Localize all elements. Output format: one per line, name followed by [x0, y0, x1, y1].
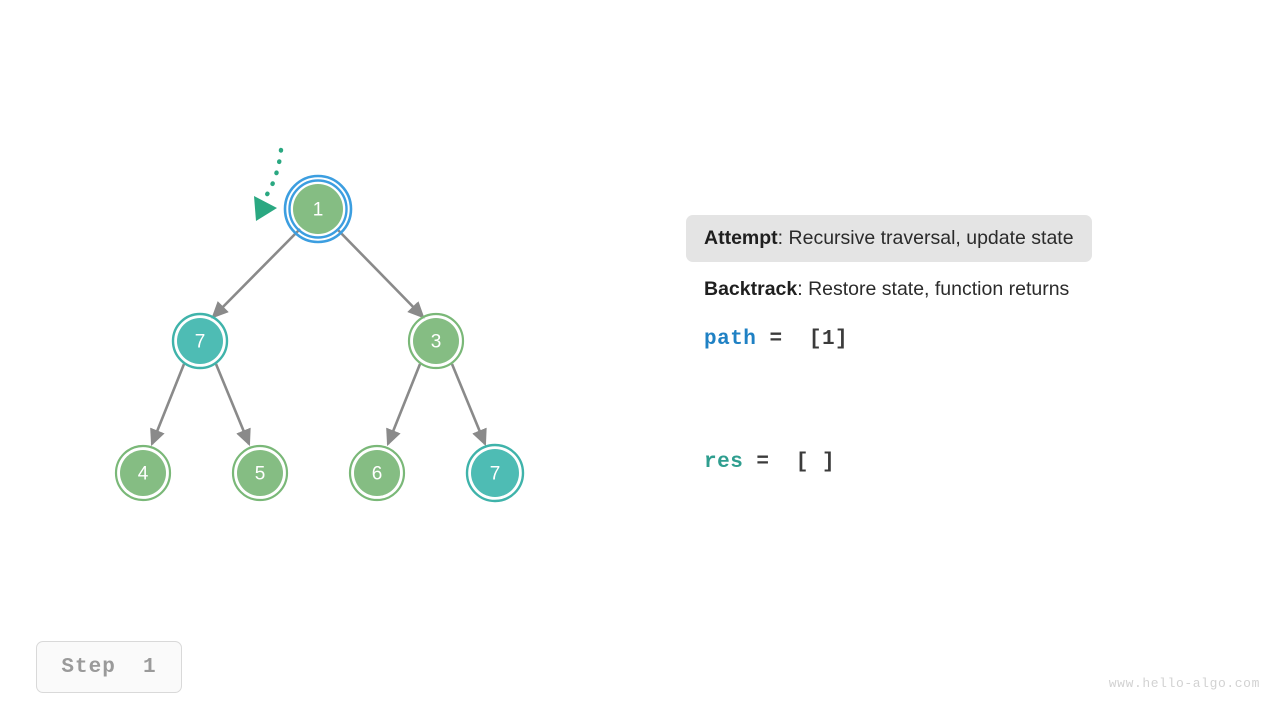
edge-1-7 [211, 228, 301, 319]
attempt-text: Recursive traversal, update state [788, 227, 1074, 249]
tree-node-7-right[interactable]: 7 [465, 443, 525, 503]
step-indicator-label: Step 1 [61, 655, 157, 679]
res-state-line: res = [ ] [686, 451, 1246, 474]
tree-node-5-circle [237, 450, 283, 496]
traversal-pointer [254, 147, 284, 221]
tree-node-6[interactable]: 6 [348, 444, 406, 502]
tree-node-4-ring [114, 444, 172, 502]
tree-node-7-left-label: 7 [195, 332, 206, 353]
state-info-panel: Attempt: Recursive traversal, update sta… [686, 215, 1246, 474]
path-variable-name: path [704, 327, 757, 351]
tree-node-7-left-ring [171, 312, 229, 370]
edge-3-7b [450, 363, 487, 447]
tree-node-5[interactable]: 5 [231, 444, 289, 502]
tree-node-1-inner-ring [288, 179, 348, 239]
pointer-arrowhead-icon [254, 196, 277, 221]
tree-node-1-highlight-ring [283, 174, 353, 244]
tree-edges [150, 228, 487, 447]
attempt-row: Attempt: Recursive traversal, update sta… [686, 215, 1246, 263]
tree-node-3-label: 3 [431, 332, 442, 353]
tree-node-1-label: 1 [313, 200, 324, 221]
tree-node-1[interactable]: 1 [283, 174, 353, 244]
edge-7-5 [214, 363, 251, 447]
res-value: [ ] [795, 450, 836, 474]
attempt-highlight-box: Attempt: Recursive traversal, update sta… [686, 215, 1092, 263]
tree-node-5-label: 5 [255, 464, 266, 485]
tree-node-7-left-circle [177, 318, 223, 364]
tree-node-3-ring [407, 312, 465, 370]
res-assign-operator: = [743, 450, 796, 474]
tree-node-4-circle [120, 450, 166, 496]
tree-node-7-right-ring [465, 443, 525, 503]
path-assign-operator: = [756, 327, 809, 351]
backtrack-row: Backtrack: Restore state, function retur… [686, 266, 1246, 313]
edge-3-6 [386, 363, 422, 447]
binary-tree-diagram: 1 7 3 4 [0, 0, 660, 620]
tree-node-5-ring [231, 444, 289, 502]
tree-node-4-label: 4 [138, 464, 149, 485]
site-watermark: www.hello-algo.com [1108, 676, 1260, 691]
backtrack-text-wrap: Backtrack: Restore state, function retur… [686, 266, 1087, 313]
backtrack-term: Backtrack [704, 278, 798, 301]
tree-node-7-right-label: 7 [490, 464, 501, 485]
attempt-term: Attempt [704, 227, 778, 249]
tree-node-6-circle [354, 450, 400, 496]
res-variable-name: res [704, 450, 744, 474]
step-indicator: Step 1 [36, 641, 182, 693]
tree-svg: 1 7 3 4 [114, 147, 525, 503]
tree-node-6-ring [348, 444, 406, 502]
tree-node-6-label: 6 [372, 464, 383, 485]
backtrack-text: Restore state, function returns [808, 278, 1070, 301]
tree-node-3-circle [413, 318, 459, 364]
tree-node-1-circle [293, 184, 343, 234]
pointer-dotted-curve [263, 147, 284, 199]
tree-node-7-right-circle [471, 449, 519, 497]
tree-node-7-left[interactable]: 7 [171, 312, 229, 370]
tree-node-4[interactable]: 4 [114, 444, 172, 502]
edge-7-4 [150, 363, 186, 447]
attempt-separator: : [777, 227, 789, 249]
backtrack-separator: : [797, 278, 809, 301]
path-state-line: path = [1] [686, 328, 1246, 351]
path-value: [1] [808, 327, 849, 351]
edge-1-3 [336, 228, 425, 319]
tree-node-3[interactable]: 3 [407, 312, 465, 370]
